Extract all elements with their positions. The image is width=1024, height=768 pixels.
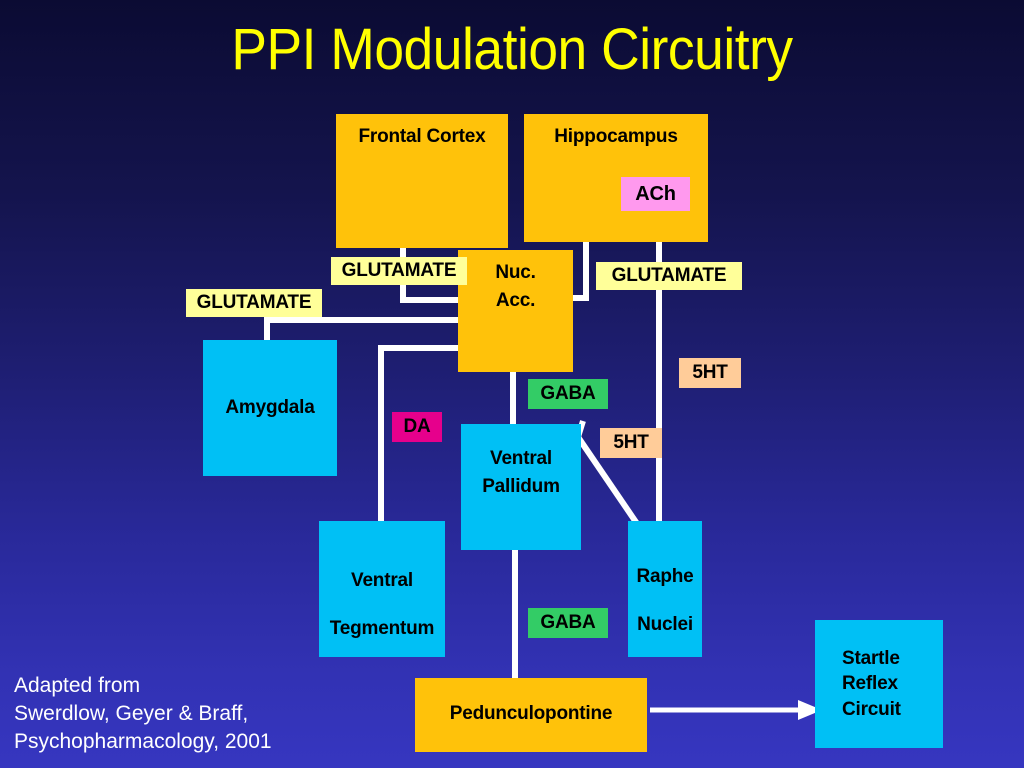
node-frontal-cortex[interactable]: Frontal Cortex	[336, 114, 508, 248]
tag-gaba-vp-ppt: GABA	[528, 608, 608, 638]
node-startle-reflex-circuit[interactable]: Startle Reflex Circuit	[815, 620, 943, 748]
tag-serotonin-lower-label: 5HT	[613, 432, 649, 453]
node-raphe-nuclei-label: Raphe Nuclei	[636, 566, 694, 635]
tag-gaba-vp-ppt-label: GABA	[540, 612, 596, 633]
tag-acetylcholine-label: ACh	[635, 182, 676, 205]
node-nucleus-accumbens-label: Nuc. Acc.	[495, 262, 536, 311]
node-amygdala[interactable]: Amygdala	[203, 340, 337, 476]
tag-glutamate-amygdala-label: GLUTAMATE	[196, 292, 312, 313]
node-startle-reflex-circuit-label: Startle Reflex Circuit	[842, 648, 901, 720]
tag-glutamate-hippocampus: GLUTAMATE	[596, 262, 742, 290]
tag-serotonin-upper: 5HT	[679, 358, 741, 388]
node-hippocampus-label: Hippocampus	[554, 126, 678, 147]
node-ventral-tegmentum-label: Ventral Tegmentum	[329, 570, 435, 639]
node-pedunculopontine-label: Pedunculopontine	[449, 703, 613, 724]
node-nucleus-accumbens[interactable]: Nuc. Acc.	[458, 250, 573, 372]
tag-glutamate-hippocampus-label: GLUTAMATE	[611, 265, 727, 286]
tag-serotonin-lower: 5HT	[600, 428, 662, 458]
axon-ventral-tegmentum	[378, 345, 461, 550]
tag-serotonin-upper-label: 5HT	[692, 362, 728, 383]
tag-glutamate-amygdala: GLUTAMATE	[186, 289, 322, 317]
tag-gaba-nacc-vp: GABA	[528, 379, 608, 409]
tag-acetylcholine: ACh	[621, 177, 690, 211]
attribution-text: Adapted from Swerdlow, Geyer & Braff, Ps…	[14, 674, 272, 753]
page-title: PPI Modulation Circuitry	[231, 17, 793, 82]
node-raphe-nuclei[interactable]: Raphe Nuclei	[628, 521, 702, 657]
node-ventral-tegmentum[interactable]: Ventral Tegmentum	[319, 521, 445, 657]
tag-glutamate-frontal: GLUTAMATE	[331, 257, 467, 285]
arrowhead-startle	[798, 700, 822, 720]
tag-dopamine: DA	[392, 412, 442, 442]
node-ventral-pallidum-label: Ventral Pallidum	[482, 448, 560, 497]
node-ventral-pallidum[interactable]: Ventral Pallidum	[461, 424, 581, 550]
node-pedunculopontine[interactable]: Pedunculopontine	[415, 678, 647, 752]
tag-glutamate-frontal-label: GLUTAMATE	[341, 260, 457, 281]
node-frontal-cortex-label: Frontal Cortex	[358, 126, 486, 147]
tag-dopamine-label: DA	[403, 416, 431, 437]
tag-gaba-nacc-vp-label: GABA	[540, 383, 596, 404]
node-amygdala-label: Amygdala	[225, 397, 315, 419]
